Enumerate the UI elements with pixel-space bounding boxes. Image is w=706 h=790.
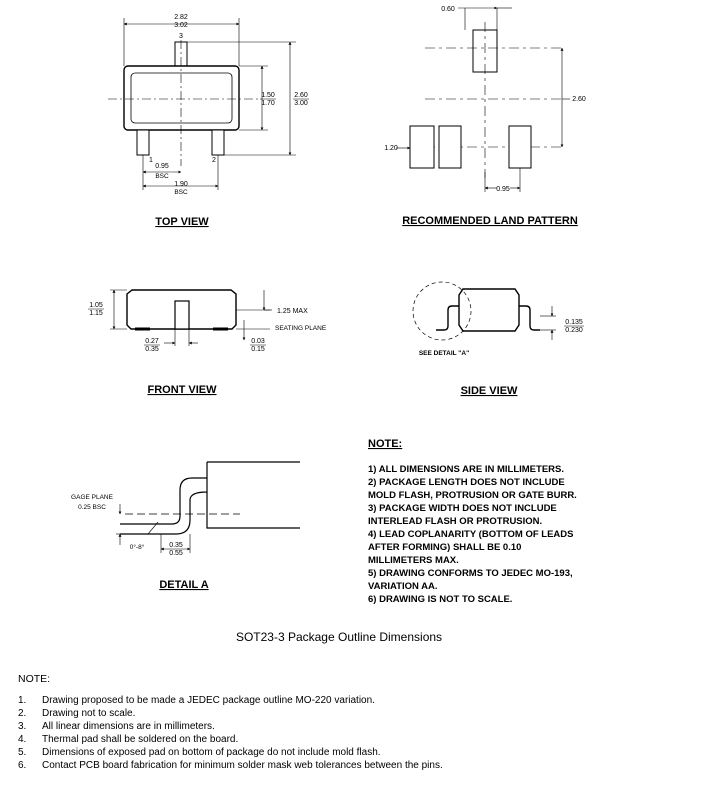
top-outer-pitch-bsc: BSC	[174, 189, 188, 196]
side-view	[412, 281, 556, 341]
top-pitch: 0.95	[155, 163, 169, 170]
pin-1-label: 1	[149, 157, 153, 164]
drawing-note-line: 6) DRAWING IS NOT TO SCALE.	[368, 594, 512, 605]
top-length-max: 3.02	[174, 22, 188, 29]
drawing-note-line: MOLD FLASH, PROTRUSION OR GATE BURR.	[368, 490, 577, 501]
land-pad-width: 0.60	[441, 6, 455, 13]
front-height-max: 1.15	[89, 310, 103, 317]
land-pitch: 0.95	[496, 186, 510, 193]
front-view-title: FRONT VIEW	[147, 384, 217, 396]
drawing-notes-title: NOTE:	[368, 438, 402, 450]
drawing-note-line: 1) ALL DIMENSIONS ARE IN MILLIMETERS.	[368, 464, 564, 475]
top-view-title: TOP VIEW	[155, 216, 209, 228]
see-detail-a-label: SEE DETAIL "A"	[419, 350, 469, 357]
drawing-note-line: MILLIMETERS MAX.	[368, 555, 459, 566]
drawing-note-line: 2) PACKAGE LENGTH DOES NOT INCLUDE	[368, 477, 565, 488]
gage-plane-value: 0.25 BSC	[78, 504, 106, 511]
top-overall-max: 3.00	[294, 100, 308, 107]
land-pattern-view	[396, 6, 570, 192]
top-length-min: 2.82	[174, 14, 188, 21]
detail-a-view	[116, 461, 300, 553]
drawing-note-line: VARIATION AA.	[368, 581, 438, 592]
drawing-note-line: 5) DRAWING CONFORMS TO JEDEC MO-193,	[368, 568, 573, 579]
general-note-text: Thermal pad shall be soldered on the boa…	[42, 734, 238, 745]
detail-a-title: DETAIL A	[159, 579, 208, 591]
front-view	[110, 289, 272, 346]
general-note-text: Dimensions of exposed pad on bottom of p…	[42, 747, 381, 758]
detail-foot-max: 0.55	[169, 550, 183, 557]
general-notes: NOTE: 1. Drawing proposed to be made a J…	[18, 673, 443, 771]
general-note-number: 3.	[18, 721, 26, 732]
general-note-number: 1.	[18, 695, 26, 706]
top-width-min: 1.50	[261, 92, 275, 99]
side-thickness-max: 0.230	[565, 327, 583, 334]
general-note-number: 5.	[18, 747, 26, 758]
top-view	[108, 18, 296, 190]
pin-3-label: 3	[179, 33, 183, 40]
drawing-notes: NOTE: 1) ALL DIMENSIONS ARE IN MILLIMETE…	[368, 438, 577, 605]
pin-2-label: 2	[212, 157, 216, 164]
top-width-max: 1.70	[261, 100, 275, 107]
general-note-number: 6.	[18, 760, 26, 771]
figure-caption: SOT23-3 Package Outline Dimensions	[236, 630, 442, 644]
front-lead-max: 0.35	[145, 346, 159, 353]
general-note-text: Drawing proposed to be made a JEDEC pack…	[42, 695, 375, 706]
detail-foot-min: 0.35	[169, 542, 183, 549]
top-pitch-bsc: BSC	[155, 173, 169, 180]
front-standoff-max: 0.15	[251, 346, 265, 353]
general-notes-title: NOTE:	[18, 673, 50, 685]
front-height-min: 1.05	[89, 302, 103, 309]
drawing-note-line: 3) PACKAGE WIDTH DOES NOT INCLUDE	[368, 503, 557, 514]
general-note-text: Contact PCB board fabrication for minimu…	[42, 760, 443, 771]
drawing-note-line: 4) LEAD COPLANARITY (BOTTOM OF LEADS	[368, 529, 573, 540]
top-overall-min: 2.60	[294, 92, 308, 99]
drawing-note-line: INTERLEAD FLASH OR PROTRUSION.	[368, 516, 542, 527]
general-note-text: All linear dimensions are in millimeters…	[42, 721, 215, 732]
drawing-note-line: AFTER FORMING) SHALL BE 0.10	[368, 542, 521, 553]
gage-plane-label: GAGE PLANE	[71, 494, 114, 501]
general-note-number: 2.	[18, 708, 26, 719]
side-view-title: SIDE VIEW	[461, 385, 518, 397]
land-pad-length: 1.20	[384, 145, 398, 152]
front-standoff-min: 0.03	[251, 338, 265, 345]
land-span: 2.60	[572, 96, 586, 103]
side-thickness-min: 0.135	[565, 319, 583, 326]
general-note-text: Drawing not to scale.	[42, 708, 135, 719]
seating-plane-label: SEATING PLANE	[275, 325, 327, 332]
top-outer-pitch: 1.90	[174, 181, 188, 188]
front-max-height: 1.25 MAX	[277, 308, 308, 315]
general-note-number: 4.	[18, 734, 26, 745]
front-lead-min: 0.27	[145, 338, 159, 345]
detail-angle: 0°-8°	[130, 543, 145, 551]
land-pattern-title: RECOMMENDED LAND PATTERN	[402, 215, 578, 227]
